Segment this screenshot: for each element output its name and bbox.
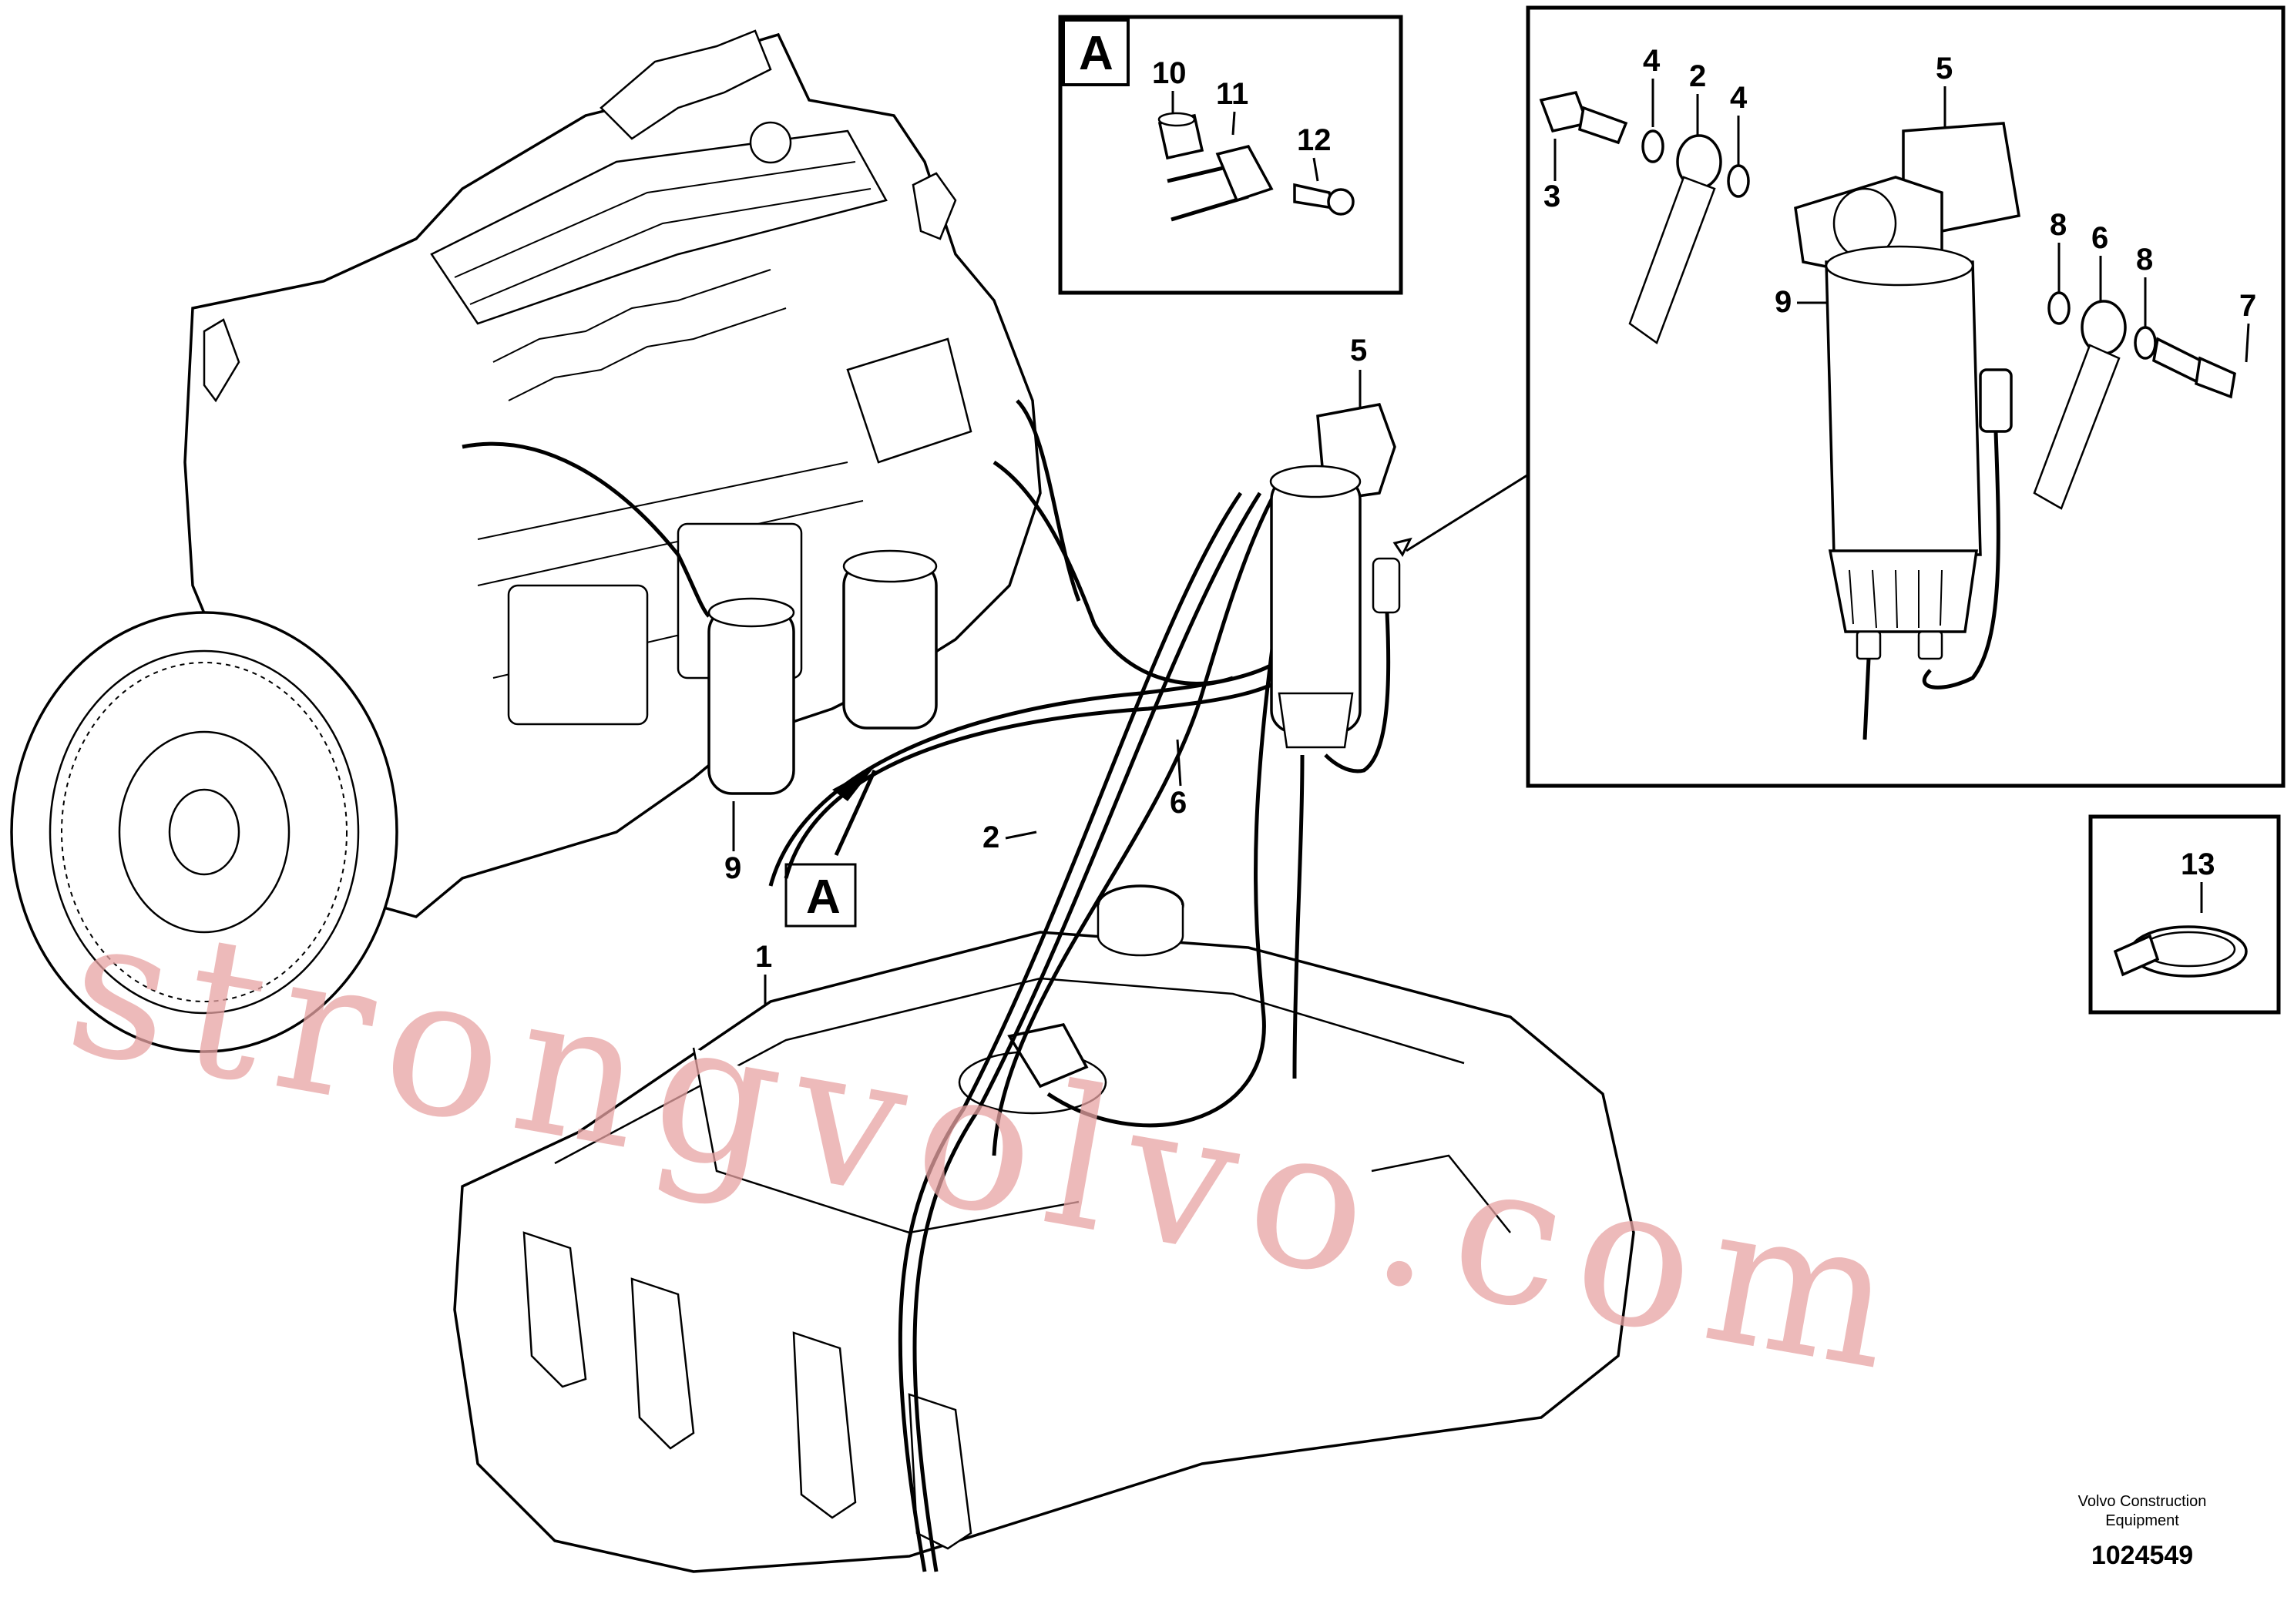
fuel-filter-assembly: [1269, 403, 1401, 773]
callout-9-detail: 9: [1775, 285, 1792, 319]
callout-6: 6: [1170, 786, 1187, 820]
detail-a-pointer: [834, 769, 877, 857]
detail-box-a: A 10 11 12: [1058, 15, 1403, 295]
fuel-lines: [768, 484, 1305, 1572]
engine-filter-part-9: [707, 597, 795, 795]
callout-5: 5: [1350, 334, 1367, 367]
footer-company-line2: Equipment: [2105, 1512, 2179, 1529]
engine-illustration: [10, 29, 1234, 1053]
detail-box-13: 13: [2088, 814, 2281, 1015]
callout-2: 2: [982, 820, 999, 854]
detail-box-filter: 4 2 4 5 3 8 6 8 7 9: [1526, 5, 2286, 788]
callout-9: 9: [724, 851, 741, 885]
callout-8-right: 8: [2136, 243, 2153, 277]
marker-a-letter: A: [806, 871, 841, 924]
detail-a-letter: A: [1079, 27, 1113, 80]
callout-11: 11: [1216, 77, 1248, 111]
callout-3-detail: 3: [1543, 180, 1560, 213]
callout-1: 1: [755, 940, 772, 974]
callout-4-left: 4: [1643, 44, 1661, 78]
callout-2-detail: 2: [1689, 59, 1706, 93]
callout-8-left: 8: [2050, 208, 2067, 242]
callout-5-detail: 5: [1936, 52, 1953, 86]
callout-7-detail: 7: [2239, 289, 2256, 323]
footer: Volvo Construction Equipment 1024549: [2078, 1493, 2207, 1570]
fuel-tank-part-1: [453, 884, 1635, 1573]
callout-10: 10: [1152, 56, 1187, 90]
callout-4-right: 4: [1730, 81, 1748, 115]
footer-company-line1: Volvo Construction: [2078, 1493, 2207, 1510]
main-callouts: 5 6 2 9 1 A: [724, 334, 1367, 1005]
callout-6-detail: 6: [2091, 221, 2108, 255]
callout-13: 13: [2181, 847, 2215, 881]
document-number: 1024549: [2091, 1541, 2193, 1570]
callout-12: 12: [1297, 123, 1332, 157]
detail-leader-filter: [1406, 472, 1546, 552]
